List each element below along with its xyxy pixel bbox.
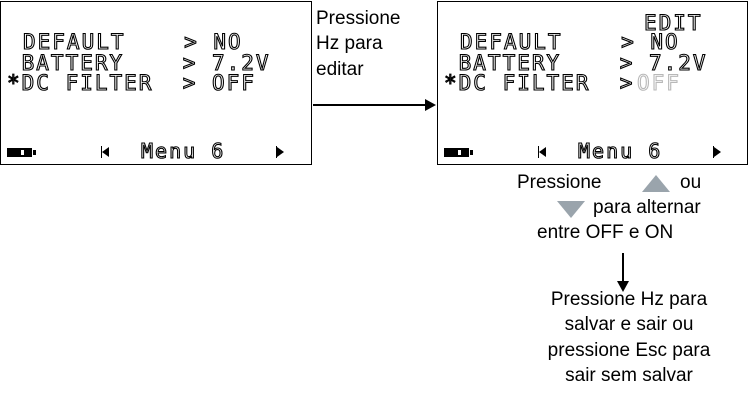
menu-line-dc-filter: *DC FILTER > (443, 71, 650, 95)
lcd-display-before: DEFAULT > NO BATTERY > 7.2V *DC FILTER >… (0, 1, 312, 165)
edit-indicator: EDIT (643, 11, 703, 35)
save-instruction: Pressione Hz para salvar e sair ou press… (547, 289, 711, 386)
menu-right-arrow-icon (277, 147, 284, 157)
toggle-instruction: Pressione ou para alternar entre OFF e O… (517, 172, 702, 243)
menu-right-arrow-icon (714, 147, 721, 157)
flow-arrow-right (313, 104, 426, 106)
battery-icon (444, 148, 473, 157)
menu-line-default: DEFAULT > NO (22, 30, 243, 54)
menu-page-label: Menu 6 (140, 139, 226, 163)
up-arrow-key-icon (642, 175, 670, 192)
editable-value: OFF (636, 71, 681, 95)
down-arrow-key-icon (557, 201, 585, 218)
menu-page-label: Menu 6 (577, 139, 663, 163)
menu-line-default: DEFAULT > NO (459, 30, 680, 54)
arrowhead-down-icon (617, 281, 629, 292)
battery-icon (7, 148, 36, 157)
arrowhead-right-icon (425, 99, 436, 111)
menu-line-battery: BATTERY > 7.2V (7, 51, 271, 75)
menu-line-dc-filter: *DC FILTER > OFF (6, 71, 256, 95)
flow-arrow-down (622, 253, 624, 281)
lcd-display-edit: EDIT DEFAULT > NO BATTERY > 7.2V *DC FIL… (437, 1, 748, 165)
menu-left-arrow-icon (539, 147, 546, 157)
edit-instruction: Pressione Hz para editar (316, 8, 401, 80)
menu-line-battery: BATTERY > 7.2V (444, 51, 708, 75)
menu-left-arrow-icon (102, 147, 109, 157)
